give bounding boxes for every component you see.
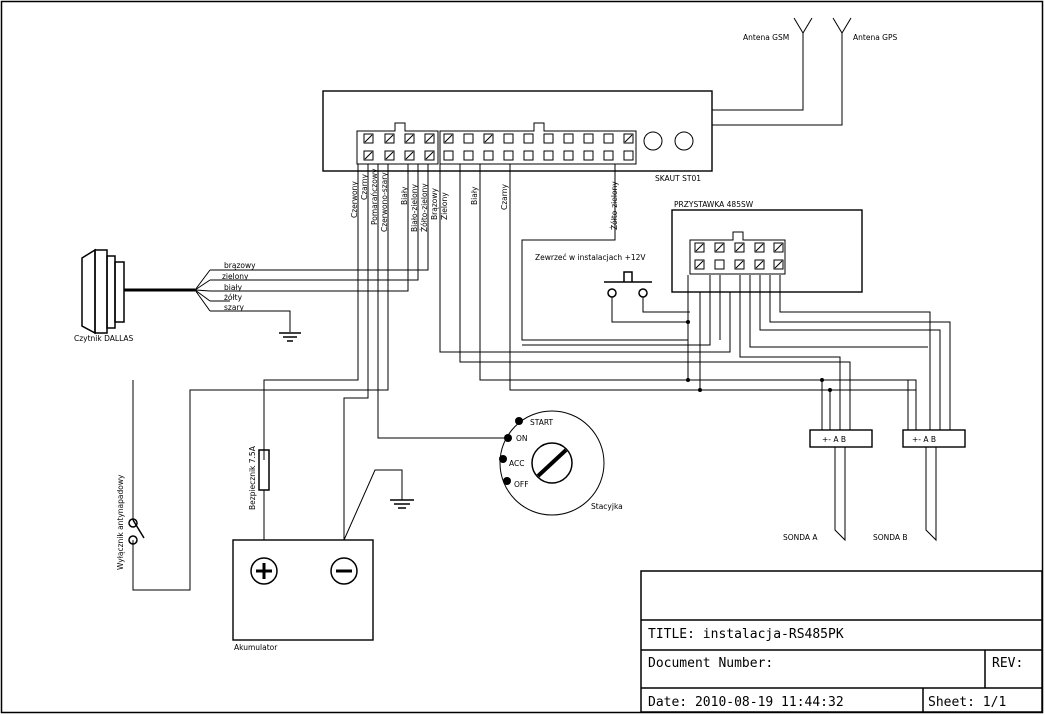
wire-label-czarny: Czarny: [360, 174, 369, 200]
stacyjka-positions: START ON ACC OFF: [509, 418, 554, 489]
dallas-wire-brazowy: brązowy: [224, 261, 256, 270]
skaut-connector-left: [356, 122, 439, 165]
skaut-wires: [132, 164, 917, 591]
zwierac-label: Zewrzeć w instalacjach +12V: [535, 253, 646, 262]
stacyjka-acc: ACC: [509, 459, 524, 468]
sonda-a: [809, 429, 873, 542]
skaut-antenna-socket-gps: [674, 131, 694, 151]
sonda-a-label: SONDA A: [783, 533, 818, 542]
antenna-gsm: [712, 17, 813, 111]
dallas-wire-szary: szary: [224, 303, 245, 312]
wire-label-zolto-zielony-b: Żółto-zielony: [610, 181, 619, 230]
ground-icon: [279, 332, 301, 342]
wire-label-brazowy: Brązowy: [430, 188, 439, 220]
battery-plus-terminal: [250, 557, 278, 585]
wire-label-czarny-b: Czarny: [500, 184, 509, 210]
battery-label: Akumulator: [234, 643, 278, 652]
zwierac-switch: [604, 271, 690, 323]
sonda-b-label: SONDA B: [873, 533, 908, 542]
stacyjka-off: OFF: [514, 480, 529, 489]
stacyjka-label: Stacyjka: [591, 502, 623, 511]
sonda-b: [902, 429, 966, 542]
antenna-gps: [712, 17, 852, 126]
fuse-label: Bezpiecznik 7.5A: [248, 445, 257, 510]
przystawka-connector-pins: [694, 242, 784, 270]
wylacznik-label: Wyłącznik antynapadowy: [116, 474, 125, 570]
wire-label-zolto-zielony-a: Żółto-zielony: [420, 183, 429, 232]
wire-label-czerwony: Czerwony: [350, 181, 359, 218]
wire-label-pomaranczowy: Pomarańczowy: [370, 168, 379, 225]
title-text: TITLE: instalacja-RS485PK: [648, 627, 844, 642]
skaut-connector-right: [439, 122, 637, 165]
przystawka-connector: [689, 231, 786, 275]
date-text: Date: 2010-08-19 11:44:32: [648, 695, 844, 710]
przystawka-label: PRZYSTAWKA 485SW: [674, 200, 754, 209]
stacyjka-on: ON: [516, 434, 528, 443]
wire-label-czerwono-szary: Czerwono-szary: [380, 172, 389, 232]
stacyjka: [499, 410, 605, 516]
wire-label-zielony: Zielony: [440, 192, 449, 220]
skaut-antenna-socket-gsm: [643, 131, 663, 151]
sonda-a-pins: +- A B: [822, 435, 846, 444]
title-block: [640, 570, 1043, 713]
skaut-connector-left-pins: [363, 133, 435, 161]
skaut-connector-right-pins: [443, 133, 634, 161]
dallas-label: Czytnik DALLAS: [74, 334, 134, 343]
wire-label-bialy-b: Biały: [470, 186, 479, 205]
battery: [232, 539, 374, 641]
battery-ground-icon: [343, 469, 414, 541]
dallas-wire-bialy: biały: [224, 283, 243, 292]
wire-label-bialy-a: Biały: [400, 186, 409, 205]
sheet-text: Sheet: 1/1: [928, 695, 1006, 710]
dallas-wire-zielony: zielony: [222, 272, 249, 281]
document-number-label: Document Number:: [648, 656, 773, 671]
battery-minus-terminal: [330, 557, 358, 585]
sonda-b-pins: +- A B: [912, 435, 936, 444]
wylacznik-switch: [128, 380, 145, 545]
dallas-wire-zolty: żółty: [224, 293, 243, 302]
antenna-gps-label: Antena GPS: [853, 33, 898, 42]
skaut-wire-labels: Czerwony Czarny Pomarańczowy Czerwono-sz…: [350, 168, 619, 232]
dallas-wire-labels: brązowy zielony biały żółty szary: [222, 261, 256, 312]
antenna-gsm-label: Antena GSM: [743, 33, 789, 42]
dallas-reader: [81, 248, 291, 335]
wire-label-bialo-zielony: Biało-zielony: [410, 184, 419, 232]
rev-label: REV:: [992, 656, 1023, 671]
stacyjka-start: START: [530, 418, 554, 427]
skaut-label: SKAUT ST01: [655, 174, 701, 183]
przystawka-wires: [522, 275, 951, 430]
